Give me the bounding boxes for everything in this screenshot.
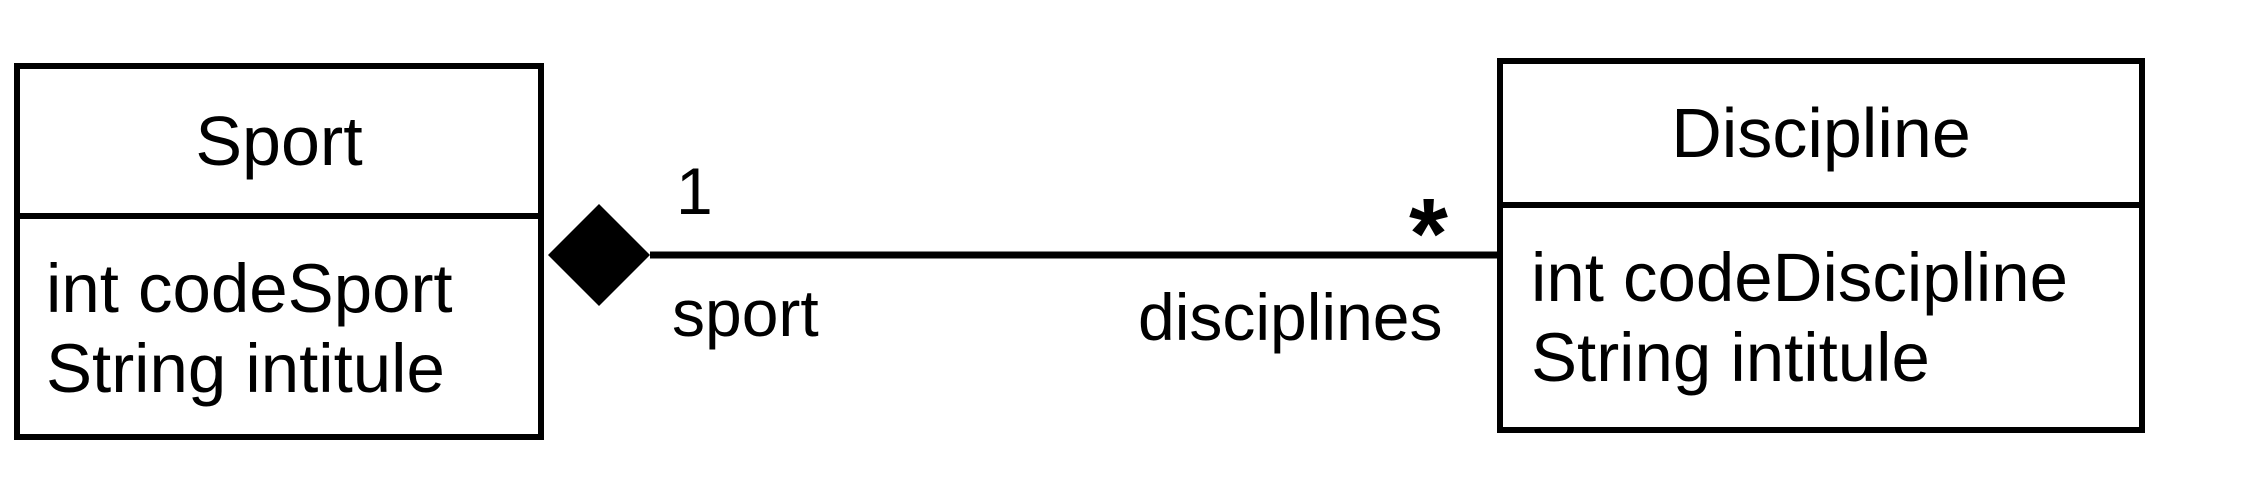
attribute-list-sport: int codeSport String intitule <box>20 219 538 409</box>
multiplicity-discipline-end: * <box>1409 178 1448 290</box>
composition-diamond <box>548 204 650 306</box>
attribute-code-discipline: int codeDiscipline <box>1531 239 2068 316</box>
multiplicity-sport-end: 1 <box>676 154 713 228</box>
attribute-list-discipline: int codeDiscipline String intitule <box>1503 208 2139 398</box>
class-box-sport: Sport int codeSport String intitule <box>14 63 544 440</box>
role-name-sport: sport <box>672 276 819 350</box>
attribute-intitule-discipline: String intitule <box>1531 319 1930 396</box>
attribute-code-sport: int codeSport <box>46 250 453 327</box>
class-name-sport: Sport <box>20 69 538 219</box>
class-box-discipline: Discipline int codeDiscipline String int… <box>1497 58 2145 433</box>
class-name-discipline: Discipline <box>1503 64 2139 208</box>
attribute-intitule-sport: String intitule <box>46 330 445 407</box>
role-name-disciplines: disciplines <box>1138 280 1443 354</box>
